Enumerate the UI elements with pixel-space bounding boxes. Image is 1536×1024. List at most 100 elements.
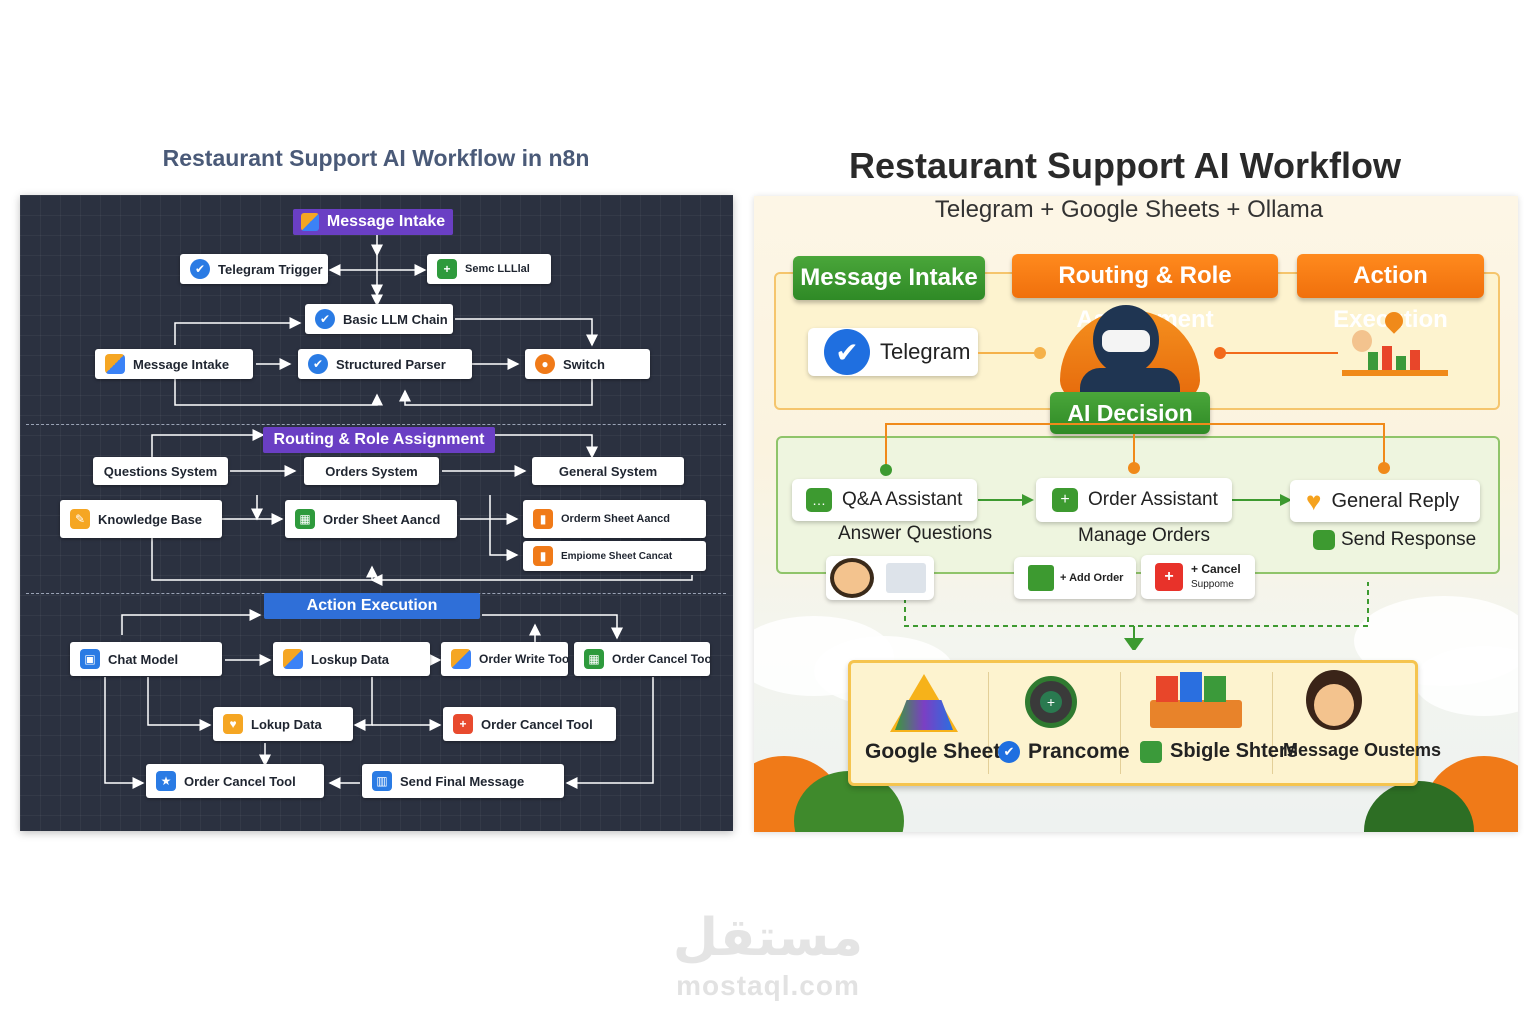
watermark-latin: mostaql.com [676,970,860,1001]
subtitle-text: Send Response [1341,529,1477,550]
tool-label-single-shters: Sbigle Shters [1140,740,1298,763]
sheet-icon [1140,740,1162,763]
node-label: Loskup Data [311,651,390,667]
node-order-write-tool[interactable]: Order Write Tool [441,642,568,676]
book-icon: ✎ [70,509,90,529]
header-ai-decision: AI Decision [1050,392,1210,434]
node-empiome-sheet[interactable]: ▮ Empiome Sheet Cancat [523,541,706,571]
drawer-illustration [1150,700,1242,728]
general-reply-card[interactable]: ♥ General Reply [1290,480,1480,522]
sheet-icon: ▦ [584,649,604,669]
n8n-canvas: Message Intake Routing & Role Assignment… [20,195,733,831]
connector-line [978,352,1040,354]
node-lokup-data[interactable]: ♥ Lokup Data [213,707,353,741]
header-message-intake: Message Intake [793,256,985,300]
check-circle-icon: ✔ [998,741,1020,763]
section-label-action: Action Execution [264,593,480,619]
qa-illustration-card [826,556,934,600]
node-label: Orders System [325,463,418,479]
node-orders-system[interactable]: Orders System [304,457,439,485]
chat-bubble-icon: … [806,488,832,512]
node-label: Orderm Sheet Aancd [561,513,671,525]
sheet-icon: ▦ [295,509,315,529]
person-illustration [1352,330,1372,352]
binder-illustration [1156,676,1178,702]
node-order-sheet-ancd[interactable]: ▦ Order Sheet Aancd [285,500,457,538]
node-chat-model[interactable]: ▣ Chat Model [70,642,222,676]
order-assistant-card[interactable]: + Order Assistant [1036,478,1232,522]
node-basic-llm-chain[interactable]: ✔ Basic LLM Chain [305,304,453,334]
binder-illustration [1204,676,1226,702]
bar-illustration [1368,352,1378,370]
plus-chat-icon: + [1052,488,1078,512]
cancel-order-card[interactable]: + + Cancel Suppome [1141,555,1255,599]
ai-avatar-visor [1102,330,1150,352]
bar-illustration [1410,350,1420,370]
telegram-card[interactable]: ✔ Telegram [808,328,978,376]
node-general-system[interactable]: General System [532,457,684,485]
header-routing: Routing & Role Assignment [1012,254,1278,333]
n8n-logo-icon [283,649,303,669]
user-icon: ● [535,354,555,374]
tool-label-text: Prancome [1028,740,1130,763]
sheet-icon: ▮ [533,509,553,529]
node-label: Knowledge Base [98,511,203,527]
add-order-card[interactable]: + Add Order [1014,557,1136,599]
google-drive-icon-base [895,700,953,730]
plus-square-icon: + [1155,563,1183,591]
card-label: Order Assistant [1088,489,1218,510]
node-send-final-message[interactable]: ▥ Send Final Message [362,764,564,798]
tool-label-text: Sbigle Shters [1170,740,1298,762]
node-order-cancel-tool-b[interactable]: + Order Cancel Tool [443,707,616,741]
check-circle-icon: ✔ [190,259,210,279]
n8n-logo-icon [451,649,471,669]
columns-icon: ▥ [372,771,392,791]
node-label: General System [558,463,658,479]
node-label: Message Intake [133,356,230,372]
heart-icon: ♥ [1306,485,1322,516]
node-questions-system[interactable]: Questions System [93,457,228,485]
node-semc-llm[interactable]: + Semc LLLlal [427,254,551,284]
tools-separator [988,672,989,774]
cancel-order-text: + Cancel Suppome [1191,561,1241,593]
person-illustration [830,558,874,598]
watermark-arabic: مستقل [672,909,864,967]
node-telegram-trigger[interactable]: ✔ Telegram Trigger [180,254,328,284]
card-label: + Cancel [1191,562,1241,576]
star-icon: ★ [156,771,176,791]
node-switch[interactable]: ● Switch [525,349,650,379]
header-action-execution: Action Execution [1297,254,1484,333]
qa-assistant-card[interactable]: … Q&A Assistant [792,479,977,521]
section-label-text: Message Intake [326,213,446,230]
node-label: Order Cancel Tool [184,773,296,789]
qa-assistant-subtitle: Answer Questions [838,523,993,544]
right-subtitle: Telegram + Google Sheets + Ollama [934,196,1324,223]
node-label: Semc LLLlal [465,263,530,275]
tools-separator [1272,672,1273,774]
node-label: Order Write Tool [479,652,568,666]
node-loskup-data[interactable]: Loskup Data [273,642,430,676]
order-assistant-subtitle: Manage Orders [1078,525,1211,546]
node-order-cancel-tool-c[interactable]: ★ Order Cancel Tool [146,764,324,798]
bar-illustration [1382,346,1392,370]
left-title: Restaurant Support AI Workflow in n8n [162,145,590,171]
card-label: + Add Order [1060,572,1124,584]
gear-center: + [1040,691,1062,713]
n8n-logo-icon [300,213,319,231]
n8n-logo-icon [105,354,125,374]
node-message-intake[interactable]: Message Intake [95,349,253,379]
connector-line [1220,352,1338,354]
connector-lines [104,235,693,789]
telegram-label: Telegram [880,339,971,364]
node-label: Switch [563,356,605,372]
node-knowledge-base[interactable]: ✎ Knowledge Base [60,500,222,538]
node-orderm-sheet-ancd[interactable]: ▮ Orderm Sheet Aancd [523,500,706,538]
telegram-check-icon: ✔ [824,329,870,375]
node-order-cancel-tool-a[interactable]: ▦ Order Cancel Tool [574,642,710,676]
node-label: Empiome Sheet Cancat [561,550,673,562]
node-label: Questions System [103,463,218,479]
right-title: Restaurant Support AI Workflow [848,145,1402,186]
node-structured-parser[interactable]: ✔ Structured Parser [298,349,472,379]
check-circle-icon: ✔ [308,354,328,374]
